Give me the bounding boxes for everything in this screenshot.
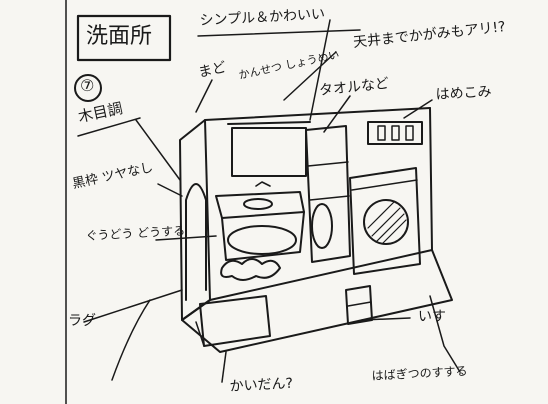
shelf-line [309,195,350,201]
option-mark: ⑦ [80,76,95,95]
washer-panel [351,179,418,191]
washer-hatch [367,201,407,245]
leader-line [155,235,217,241]
faucet [255,181,271,187]
towel-shelf [305,125,351,263]
washing-machine-icon [349,167,421,275]
option-circle [74,74,102,102]
basin [243,198,273,210]
mirror-light [227,121,311,125]
bottle-icon [391,125,400,141]
leader-line [283,51,337,101]
washer-door [363,199,409,245]
page-title: 洗面所 [86,24,153,49]
leader-line [157,183,183,197]
leader-line [135,119,181,181]
bottle-icon [377,125,386,141]
chair-note: いす [418,309,446,325]
leader-line [83,289,183,323]
leader-line [361,317,411,321]
back-wall-right [429,107,433,251]
stairs-note: かいだん? [229,375,294,395]
back-wall-top [204,107,431,121]
leader-line [309,19,331,121]
inset-note: はめこみ [435,84,492,103]
step-box [199,295,271,347]
rug-note: ラグ [68,313,96,329]
round-rug [227,225,297,255]
inset-shelf [367,121,423,145]
leader-line [323,95,351,133]
title-box [76,14,172,62]
mirror [231,127,307,177]
chair-seat [347,301,372,307]
leader-line [195,79,213,113]
shelf-line [307,161,349,167]
concept-underline [197,29,361,37]
bottle-icon [405,125,414,141]
leader-line [403,99,433,119]
step-edge [195,321,205,347]
wood-underline [77,117,141,137]
leader-line [111,299,151,381]
cloud-rug [220,258,281,281]
shelf-niche [311,203,333,249]
leader-line [221,351,227,383]
leader-line [429,295,461,373]
door-arch [185,183,207,301]
vanity-counter [215,191,305,219]
vanity-cabinet [221,211,305,261]
